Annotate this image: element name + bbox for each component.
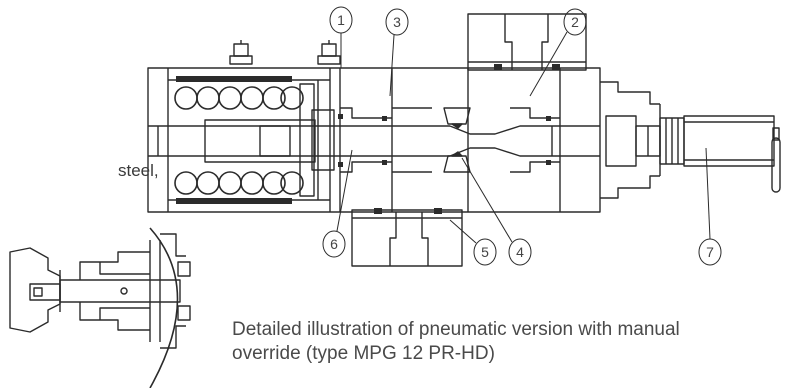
top-port-block — [467, 13, 587, 71]
callout-1-label: 1 — [337, 12, 345, 28]
piston — [299, 83, 335, 197]
bottom-port-block — [351, 208, 463, 267]
air-fittings — [229, 40, 341, 65]
callout-3-circle — [385, 8, 409, 36]
seal-rings — [338, 114, 551, 167]
callout-4-label: 4 — [516, 244, 524, 260]
callout-3-label: 3 — [393, 14, 401, 30]
callout-7-label: 7 — [706, 244, 714, 260]
valve-seat — [443, 107, 471, 173]
callout-4-circle — [508, 238, 532, 266]
compression-spring-upper — [174, 86, 304, 110]
callout-2-label: 2 — [571, 14, 579, 30]
compression-spring-lower — [174, 171, 304, 195]
callout-2-circle — [563, 8, 587, 36]
callouts — [322, 6, 722, 266]
callout-6-circle — [322, 230, 346, 258]
inner-chambers — [340, 107, 560, 173]
figure-caption: Detailed illustration of pneumatic versi… — [232, 318, 792, 366]
caption-line-1: Detailed illustration of pneumatic versi… — [232, 319, 680, 340]
manual-override-assembly — [600, 81, 781, 199]
side-text-fragment: steel, — [118, 161, 159, 180]
caption-line-2: override (type MPG 12 PR-HD) — [232, 343, 495, 364]
callout-6-label: 6 — [330, 236, 338, 252]
valve-stem — [148, 119, 600, 163]
callout-5-label: 5 — [481, 244, 489, 260]
callout-5-circle — [473, 238, 497, 266]
detail-view-manual-override — [9, 227, 191, 388]
